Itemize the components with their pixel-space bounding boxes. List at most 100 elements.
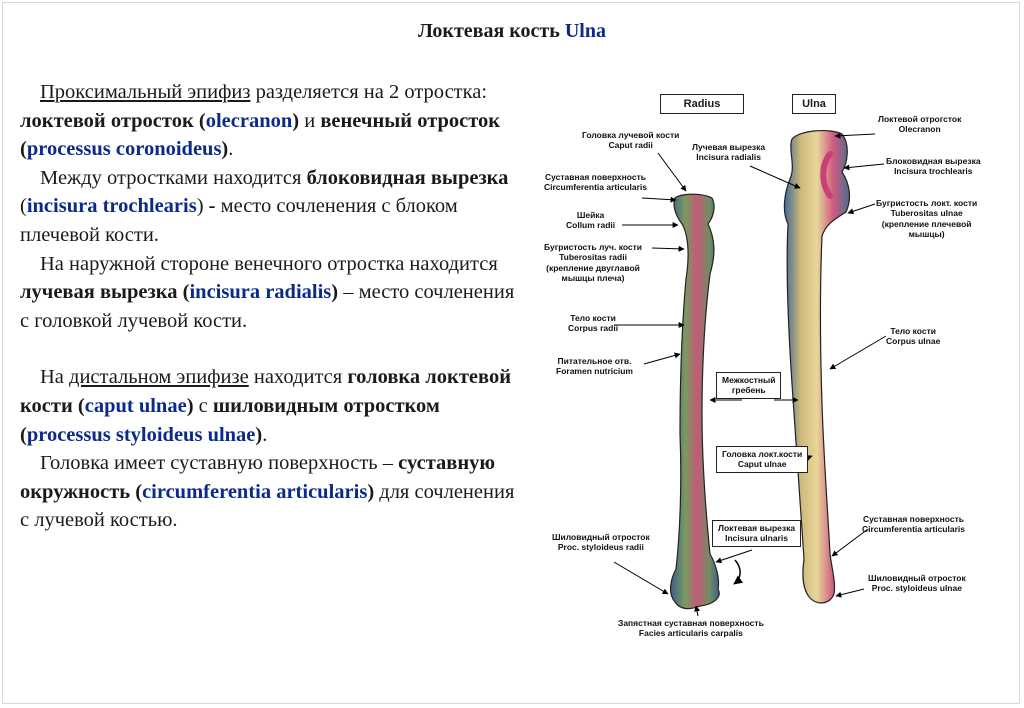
bone-illustration [613, 129, 887, 617]
label-line: Блоковидная вырезка [886, 156, 981, 166]
label-incisura-trochlearis: Блоковидная вырезка Incisura trochlearis [886, 156, 981, 177]
label-line: Лучевая вырезка [692, 142, 766, 152]
leader-caput-radii [657, 152, 687, 192]
box-ulna-text: Ulna [802, 98, 826, 110]
title-russian: Локтевая кость [418, 20, 560, 42]
label-foramen: Питательное отв. Foramen nutricium [556, 356, 633, 377]
label-line: Corpus radii [568, 323, 619, 334]
text-run: Головка имеет суставную поверхность – [40, 452, 399, 475]
text-run: На [40, 366, 70, 389]
term-caput-ulnae-lat: caput ulnae [84, 394, 187, 417]
label-line: Головка лучевой кости [582, 130, 680, 140]
leader-styl-ulnae [835, 588, 865, 598]
label-line: Circumferentia articularis [544, 182, 647, 193]
label-line: Circumferentia articularis [862, 524, 965, 535]
label-incisura-radialis: Лучевая вырезка Incisura radialis [692, 142, 765, 163]
term-trochlear-lat: incisura trochlearis [26, 195, 197, 218]
curved-arrow [733, 559, 744, 585]
text-run: для сочленения с лучевой костью. [20, 480, 515, 532]
label-box-radius: Radius [660, 94, 744, 114]
label-tub-ulnae: Бугристость локт. кости Tuberositas ulna… [876, 198, 977, 240]
label-line: (крепление двуглавой [546, 262, 640, 273]
leader-circ-art-ulnae [831, 528, 869, 557]
box-radius-text: Radius [683, 98, 721, 110]
text-run: с [193, 394, 213, 417]
label-line: Суставная поверхность [545, 172, 646, 182]
label-corpus-radii: Тело кости Corpus radii [568, 313, 618, 334]
term-olecranon-ru: локтевой отросток ( [20, 109, 206, 132]
text-run: . [262, 423, 268, 446]
label-line: Шейка [576, 210, 605, 220]
text-run: ( [20, 195, 27, 218]
term-coronoid-ru: венечный отросток ( [20, 109, 501, 161]
label-olecranon: Локтевой отрогсток Olecranon [878, 114, 961, 135]
paragraph-distal: На дистальном эпифизе находится головка … [20, 363, 525, 449]
label-line: Corpus ulnae [886, 336, 941, 347]
slide-title: Локтевая кость Ulna [0, 20, 1024, 43]
text-run: ) [367, 480, 375, 503]
label-line: Incisura trochlearis [894, 166, 973, 177]
label-line: Caput radii [608, 140, 653, 151]
paragraph-proximal: Проксимальный эпифиз разделяется на 2 от… [20, 78, 525, 164]
label-facies-carpalis: Запястная суставная поверхность Facies a… [618, 618, 764, 639]
label-line: мышцы плеча) [561, 273, 625, 284]
label-line: Incisura radialis [696, 152, 761, 163]
label-line: Тело кости [890, 326, 936, 336]
paragraph-trochlear: Между отростками находится блоковидная в… [20, 164, 525, 250]
label-line: мышцы) [908, 229, 945, 240]
label-line: Proc. styloideus radii [557, 542, 644, 553]
term-proximal-epiphysis: Проксимальный эпифиз [40, 81, 251, 103]
text-run: находится [248, 366, 348, 389]
term-radial-notch-ru: лучевая вырезка ( [20, 281, 190, 304]
bone-diagram: Radius Ulna Локтевой отрогсток Olecranon… [530, 84, 1000, 684]
label-line: Бугристость локт. кости [876, 198, 978, 208]
text-run: ) [196, 195, 204, 218]
term-trochlear-ru: блоковидная вырезка [306, 166, 509, 189]
label-box-ulna: Ulna [792, 94, 836, 114]
text-run: - [203, 195, 221, 218]
label-tub-radii: Бугристость луч. кости Tuberositas radii… [544, 242, 642, 284]
text-run: На наружной стороне венечного отростка н… [40, 252, 498, 275]
label-corpus-ulnae: Тело кости Corpus ulnae [886, 326, 940, 347]
title-latin: Ulna [564, 20, 606, 42]
label-circ-art-radii: Суставная поверхность Circumferentia art… [544, 172, 647, 193]
label-line: Тело кости [570, 313, 616, 323]
term-radial-notch-lat: incisura radialis [189, 281, 332, 304]
leader-incisura-trochlearis [843, 163, 885, 171]
term-olecranon-lat: olecranon [205, 109, 293, 132]
paragraph-radial-notch: На наружной стороне венечного отростка н… [20, 250, 525, 336]
label-incisura-ulnaris: Локтевая вырезка Incisura ulnaris [712, 520, 802, 547]
trochlear-notch [820, 151, 833, 199]
text-run: ) [221, 138, 229, 161]
leader-incisura-ulnaris [715, 549, 753, 564]
text-run: разделяется на 2 отростка: [250, 81, 488, 103]
leader-olecranon [834, 132, 876, 139]
text-run: ) [255, 423, 263, 446]
label-line: Tuberositas ulnae [890, 208, 963, 219]
label-collum-radii: Шейка Collum radii [566, 210, 615, 231]
label-line: Суставная поверхность [863, 514, 964, 524]
label-line: Шиловидный отросток [868, 573, 966, 583]
label-line: Caput ulnae [737, 459, 787, 470]
text-run: ) [292, 109, 300, 132]
leader-tub-radii [651, 245, 685, 252]
term-styloid-ru: шиловидным отростком ( [20, 394, 440, 446]
text-run: ) [331, 281, 339, 304]
term-circumference-lat: circumferentia articularis [142, 480, 368, 503]
paragraph-circumference: Головка имеет суставную поверхность – су… [20, 449, 525, 535]
label-line: Локтевая вырезка [718, 523, 796, 533]
label-caput-ulnae: Головка локт.кости Caput ulnae [716, 446, 809, 473]
label-line: Proc. styloideus ulnae [871, 583, 962, 594]
leader-facies-carpalis [694, 605, 701, 617]
leader-styl-radii [613, 561, 669, 595]
label-line: Шиловидный отросток [552, 532, 650, 542]
label-line: Facies articularis carpalis [638, 628, 743, 639]
paragraph-gap [20, 335, 525, 363]
leader-incisura-radialis [749, 165, 801, 189]
label-line: Запястная суставная поверхность [618, 618, 764, 628]
label-line: Бугристость луч. кости [544, 242, 643, 252]
leader-circ-art-radii [641, 196, 677, 203]
body-text: Проксимальный эпифиз разделяется на 2 от… [20, 78, 525, 535]
label-circ-art-ulnae: Суставная поверхность Circumferentia art… [862, 514, 965, 535]
